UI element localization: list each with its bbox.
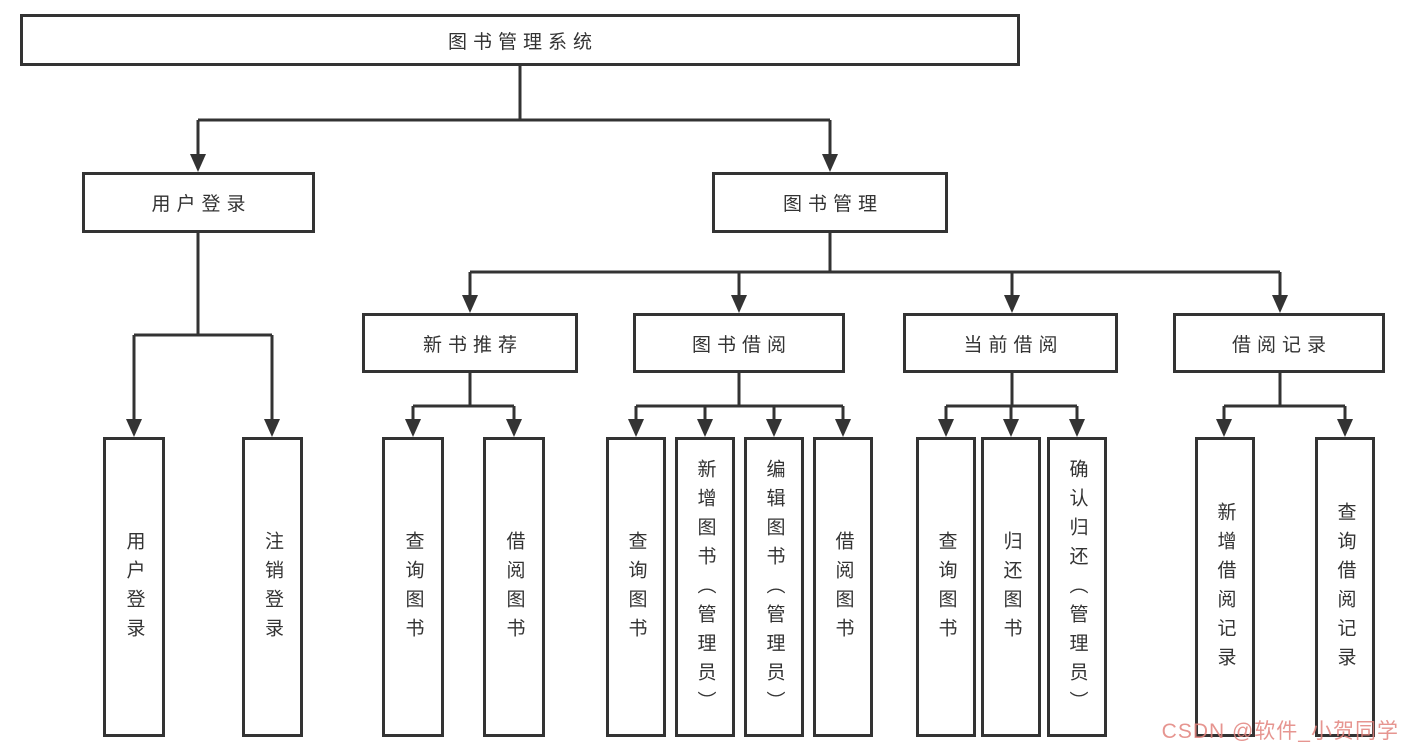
leaf-confirm-return-admin: 确认归还（管理员） — [1047, 437, 1107, 737]
node-current-borrow: 当前借阅 — [903, 313, 1118, 373]
leaf-logout-label: 注销登录 — [262, 531, 283, 647]
leaf-edit-book-admin: 编辑图书（管理员） — [744, 437, 804, 737]
leaf-logout: 注销登录 — [242, 437, 303, 737]
leaf-query-book-recommend-label: 查询图书 — [402, 531, 424, 647]
node-book-borrow: 图书借阅 — [633, 313, 845, 373]
leaf-user-login: 用户登录 — [103, 437, 165, 737]
leaf-return-book: 归还图书 — [981, 437, 1041, 737]
leaf-borrow-book: 借阅图书 — [813, 437, 873, 737]
leaf-edit-book-admin-label: 编辑图书（管理员） — [763, 458, 785, 720]
leaf-query-borrow-record-label: 查询借阅记录 — [1334, 502, 1356, 676]
node-root: 图书管理系统 — [20, 14, 1020, 66]
leaf-add-book-admin: 新增图书（管理员） — [675, 437, 735, 737]
leaf-add-borrow-record: 新增借阅记录 — [1195, 437, 1255, 737]
node-root-label: 图书管理系统 — [447, 31, 598, 53]
leaf-return-book-label: 归还图书 — [1000, 531, 1022, 647]
leaf-query-book-borrow: 查询图书 — [606, 437, 666, 737]
leaf-query-book-borrow-label: 查询图书 — [625, 531, 647, 647]
leaf-user-login-label: 用户登录 — [123, 531, 145, 647]
leaf-borrow-book-label: 借阅图书 — [832, 531, 854, 647]
node-user-login: 用户登录 — [82, 172, 315, 233]
node-book-management-label: 图书管理 — [782, 194, 883, 215]
leaf-query-book-current-label: 查询图书 — [935, 531, 957, 647]
leaf-confirm-return-admin-label: 确认归还（管理员） — [1066, 458, 1088, 720]
node-new-book-recommend: 新书推荐 — [362, 313, 578, 373]
leaf-query-book-current: 查询图书 — [916, 437, 976, 737]
leaf-add-borrow-record-label: 新增借阅记录 — [1214, 502, 1236, 676]
leaf-query-book-recommend: 查询图书 — [382, 437, 444, 737]
csdn-watermark: CSDN @软件_小贺同学 — [1161, 720, 1399, 743]
leaf-query-borrow-record: 查询借阅记录 — [1315, 437, 1375, 737]
node-borrow-records-label: 借阅记录 — [1231, 334, 1332, 356]
leaf-borrow-book-recommend: 借阅图书 — [483, 437, 545, 737]
node-book-borrow-label: 图书借阅 — [691, 334, 792, 356]
leaf-add-book-admin-label: 新增图书（管理员） — [694, 458, 716, 720]
node-current-borrow-label: 当前借阅 — [963, 334, 1064, 356]
leaf-borrow-book-recommend-label: 借阅图书 — [503, 531, 525, 647]
node-new-book-recommend-label: 新书推荐 — [422, 334, 523, 356]
node-borrow-records: 借阅记录 — [1173, 313, 1385, 373]
node-book-management: 图书管理 — [712, 172, 948, 233]
node-user-login-label: 用户登录 — [151, 194, 252, 215]
